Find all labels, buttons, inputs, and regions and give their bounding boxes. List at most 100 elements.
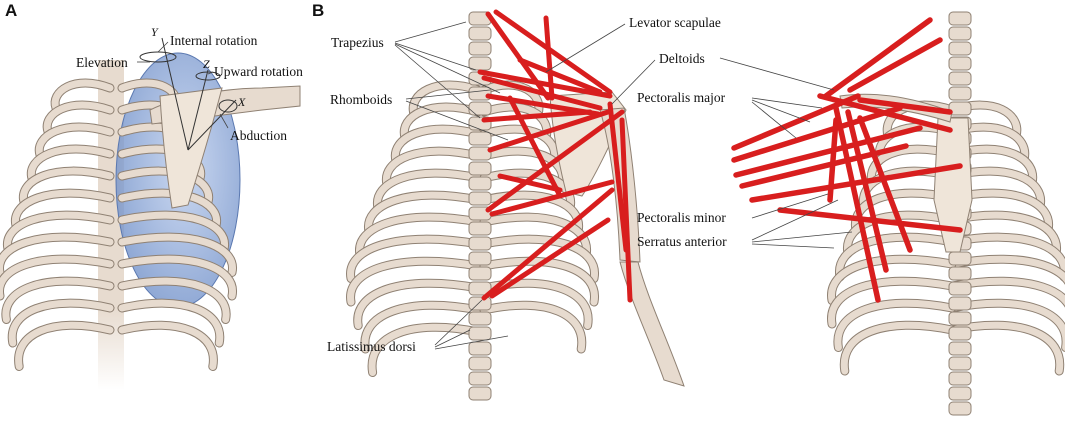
vertebra (468, 311, 492, 326)
muscle-band (817, 93, 953, 133)
forearm-b (619, 261, 685, 387)
muscle-band (481, 75, 603, 111)
panel-b-leader-lines (394, 21, 853, 350)
vertebra (468, 236, 492, 251)
label-trapezius: Trapezius (331, 35, 384, 50)
latissimus-dorsi-leader-3 (434, 335, 509, 350)
rib-fill (948, 321, 1064, 375)
muscle-band (487, 109, 611, 153)
vertebra (468, 221, 492, 236)
rib-fill (480, 257, 598, 306)
muscle-band (731, 105, 903, 163)
serratus-anterior-leader-3 (751, 243, 835, 249)
label-abduction: Abduction (230, 128, 287, 143)
rib-fill (828, 277, 956, 328)
vertebra (948, 401, 972, 416)
rib-fill (8, 299, 114, 347)
rib-fill (0, 233, 114, 276)
rib-fill (400, 103, 482, 141)
label-deltoids: Deltoids (659, 51, 705, 66)
muscle-band (619, 117, 633, 303)
muscle-band (517, 57, 603, 95)
rib-fill (118, 211, 228, 253)
rib-fill (948, 277, 1065, 306)
rib-fill (118, 189, 221, 229)
rib-fill (480, 301, 586, 353)
vertebra (468, 341, 492, 356)
vertebra (948, 11, 972, 26)
muscle-band (481, 109, 593, 123)
muscle-band (507, 95, 563, 199)
rib-fill (834, 299, 956, 351)
posterior-spine (468, 11, 492, 401)
rib-fill (354, 279, 482, 329)
rib-fill (948, 299, 1065, 351)
serratus-anterior-leader-2 (751, 231, 853, 243)
sternum (933, 117, 973, 253)
muscle-band (857, 97, 953, 115)
vertebra (468, 371, 492, 386)
label-latissimus-dorsi: Latissimus dorsi (327, 339, 416, 354)
vertebra (948, 296, 972, 311)
internal-rotation-leader (157, 41, 169, 53)
label-rhomboids: Rhomboids (330, 92, 393, 107)
label-pectoralis-minor: Pectoralis minor (637, 210, 726, 225)
pectoralis-major-leader-2 (751, 99, 811, 123)
rib-fill (4, 211, 114, 253)
y-axis-line (161, 37, 189, 151)
vertebra (948, 86, 972, 101)
levator-scapulae-leader (545, 23, 626, 73)
pectoralis-major-leader-1 (751, 97, 823, 109)
trapezius-leader-2 (394, 42, 477, 71)
muscle-band (489, 179, 615, 217)
rib-fill (19, 167, 114, 206)
rib-fill (840, 321, 956, 375)
upward-rotation-leader (207, 71, 214, 75)
vertebra (948, 41, 972, 56)
rib-fill (391, 125, 482, 165)
vertebra (948, 326, 972, 341)
axis-label-y: Y (151, 25, 158, 39)
muscle-band (485, 109, 625, 213)
abduction-leader (219, 113, 229, 129)
right-ribcage-a (117, 78, 237, 371)
vertebra (468, 101, 492, 116)
vertebra (948, 251, 972, 266)
vertebra (468, 191, 492, 206)
muscle-band (607, 101, 629, 253)
rib-fill (43, 101, 114, 135)
label-serratus-anterior: Serratus anterior (637, 234, 727, 249)
rib-fill (347, 257, 482, 306)
abduction-arc (218, 99, 238, 113)
z-axis-line (187, 69, 209, 151)
left-ribcage-a (0, 78, 115, 371)
panel-b-posterior-illustration (346, 9, 685, 401)
rib-fill (480, 213, 590, 259)
rib-fill (828, 255, 956, 304)
anterior-muscles (731, 17, 963, 303)
muscle-band (493, 9, 613, 95)
trapezius-leader-3 (394, 43, 501, 94)
vertebra (948, 311, 972, 326)
muscle-band (477, 69, 613, 99)
vertebra (468, 131, 492, 146)
muscle-band (823, 17, 933, 99)
upward-rotation-arc (195, 71, 221, 81)
vertebra (468, 161, 492, 176)
muscle-band (497, 173, 563, 193)
muscle-band (739, 143, 909, 189)
rib-fill (118, 233, 236, 276)
rib-fill (368, 323, 482, 376)
latissimus-dorsi-leader-1 (434, 299, 483, 346)
muscle-band (827, 117, 839, 203)
rib-fill (2, 277, 114, 323)
label-levator-scapulae: Levator scapulae (629, 15, 721, 30)
vertebra (468, 281, 492, 296)
rib-fill (948, 211, 1060, 257)
muscle-band (857, 115, 913, 253)
muscle-band (481, 187, 615, 301)
muscle-band (845, 109, 889, 273)
rib-fill (118, 255, 236, 300)
vertebra (948, 386, 972, 401)
